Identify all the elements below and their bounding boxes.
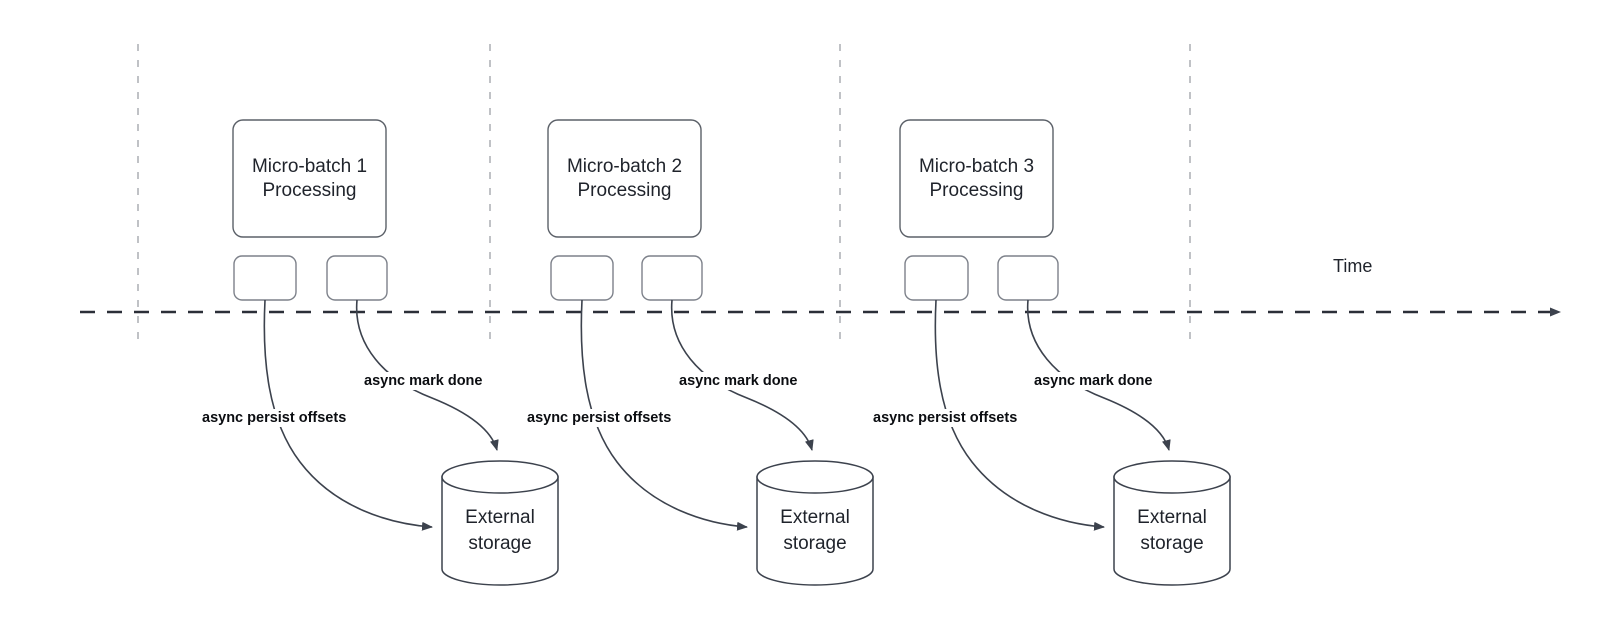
offsets-task-box-2[interactable] bbox=[550, 255, 614, 301]
offsets-task-box-3[interactable] bbox=[904, 255, 969, 301]
group-3-shapes bbox=[899, 119, 1231, 586]
async-persist-offsets-curve-3 bbox=[934, 299, 1105, 531]
batch-box-2[interactable] bbox=[547, 119, 702, 238]
external-storage-cylinder-2[interactable] bbox=[756, 460, 874, 586]
batch-box-1[interactable] bbox=[232, 119, 387, 238]
mark-done-task-box-3[interactable] bbox=[997, 255, 1059, 301]
mark-done-task-box-1[interactable] bbox=[326, 255, 388, 301]
async-persist-offsets-curve-1 bbox=[263, 299, 433, 531]
offsets-task-box-1[interactable] bbox=[233, 255, 297, 301]
mark-done-task-box-2[interactable] bbox=[641, 255, 703, 301]
external-storage-cylinder-1[interactable] bbox=[441, 460, 559, 586]
async-mark-done-curve-1 bbox=[355, 299, 499, 451]
time-axis-label: Time bbox=[1333, 256, 1373, 276]
tick-line-group bbox=[137, 44, 1191, 340]
async-mark-done-label-2: async mark done bbox=[676, 372, 801, 390]
group-2-shapes bbox=[547, 119, 874, 586]
batch-box-3[interactable] bbox=[899, 119, 1054, 238]
external-storage-cylinder-3[interactable] bbox=[1113, 460, 1231, 586]
async-mark-done-curve-2 bbox=[670, 299, 814, 451]
async-persist-offsets-label-2: async persist offsets bbox=[524, 409, 675, 427]
async-persist-offsets-label-1: async persist offsets bbox=[199, 409, 350, 427]
async-mark-done-label-3: async mark done bbox=[1031, 372, 1156, 390]
async-mark-done-label-1: async mark done bbox=[361, 372, 486, 390]
group-1-shapes bbox=[232, 119, 559, 586]
async-persist-offsets-label-3: async persist offsets bbox=[870, 409, 1021, 427]
async-persist-offsets-curve-2 bbox=[580, 299, 748, 531]
async-mark-done-curve-3 bbox=[1026, 299, 1171, 451]
